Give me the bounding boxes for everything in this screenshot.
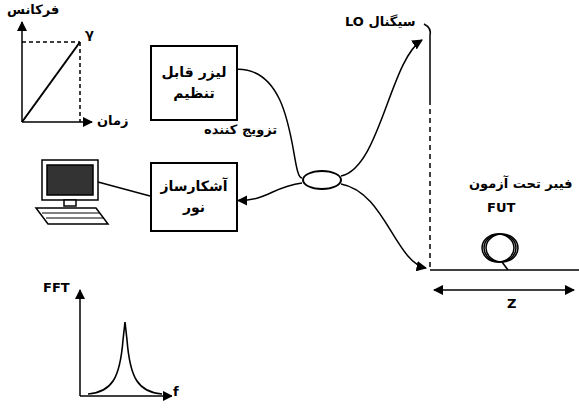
signal-wire — [98, 182, 150, 196]
sweep-graph — [22, 22, 92, 122]
parameter-symbol: γ — [84, 26, 95, 42]
coupler: تزویج کننده — [302, 170, 342, 190]
laser-box: لیزر قابل تنظیم — [150, 45, 238, 121]
fiber-under-test — [430, 234, 579, 290]
fiber-connector — [238, 183, 302, 201]
dimension: Z — [506, 296, 517, 312]
fiber — [341, 40, 426, 268]
axis-label: f — [172, 384, 180, 400]
fft-plot — [80, 290, 172, 396]
coupler-label: تزویج کننده — [202, 122, 279, 137]
detector-box: آشکارساز نور — [150, 162, 238, 232]
signal-name: سیگنال LO — [344, 14, 417, 30]
box-label: لیزر قابل تنظیم — [158, 62, 230, 104]
axis-label: فرکانس — [6, 2, 60, 18]
reference-mirror — [424, 24, 430, 270]
computer-icon — [36, 160, 108, 224]
axis-label: FFT — [42, 280, 71, 296]
part-name: FUT — [486, 200, 516, 216]
box-label: آشکارساز نور — [158, 176, 230, 218]
part-name: فیبر تحت آزمون — [468, 176, 574, 192]
axis-label: زمان — [96, 113, 130, 129]
